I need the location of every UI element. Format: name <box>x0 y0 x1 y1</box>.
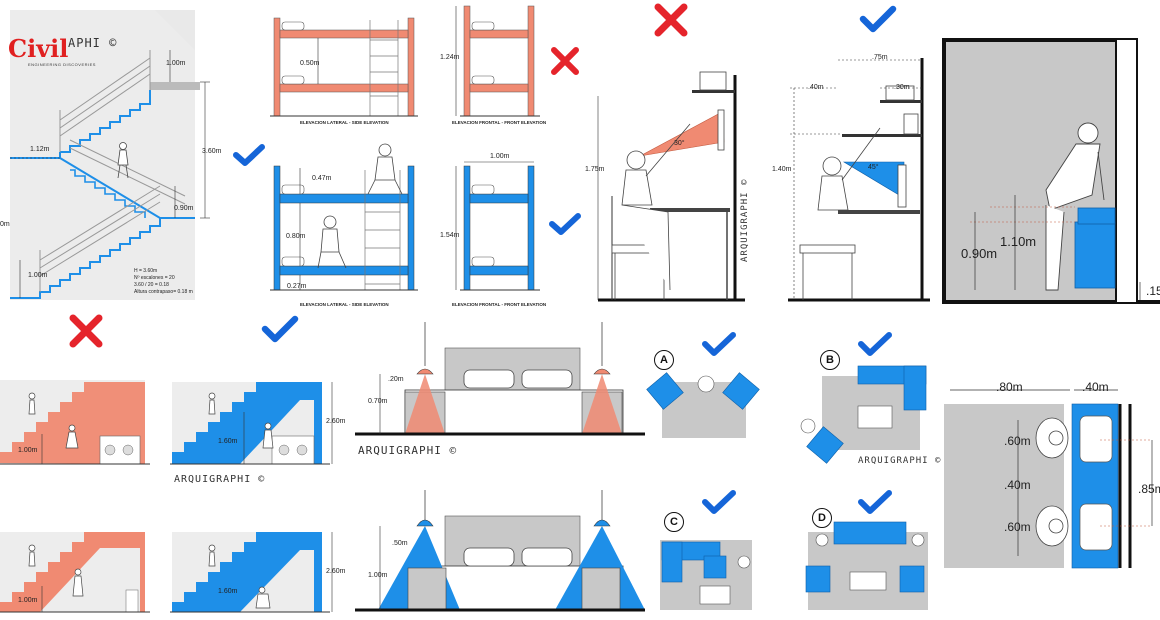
stair-dim-cut: 0m <box>0 221 10 228</box>
desk-bad-height: 1.75m <box>585 166 605 173</box>
desk-bad-drawing <box>597 71 745 302</box>
check-icon <box>233 144 265 166</box>
understair-h-total: 2.60m <box>326 418 346 425</box>
logo-tail: APHI © <box>68 36 118 50</box>
lamp-bot-h1: .50m <box>392 540 408 547</box>
sink-h2: 1.10m <box>1000 234 1037 249</box>
stair-dim-height: 3.60m <box>202 148 222 155</box>
sofa-plan-a <box>646 372 760 438</box>
cross-icon <box>69 314 103 348</box>
double-sink-plan <box>944 389 1153 569</box>
understair-h-left: 1.00m <box>18 597 38 604</box>
stair-dim-width: 1.12m <box>30 146 50 153</box>
dsink-w2: .40m <box>1082 380 1109 394</box>
bunk-good-top: 0.47m <box>312 175 332 182</box>
vertical-brand: ARQUIGRAPHI © <box>740 178 750 262</box>
sink-toe: .15 <box>1146 284 1160 298</box>
badge-c: C <box>664 512 684 532</box>
cross-icon <box>654 3 688 37</box>
bunk-caption-side: ELEVACION LATERAL - SIDE ELEVATION <box>300 120 389 125</box>
bunk-good-mid: 0.80m <box>286 233 306 240</box>
understair-good-1 <box>170 382 333 465</box>
bunk-bad-front <box>455 5 540 117</box>
desk-good-drawing <box>788 58 930 302</box>
sofa-plan-c <box>660 540 752 610</box>
understair-h-left: 1.00m <box>18 447 38 454</box>
lamp-bot-h2: 1.00m <box>368 572 388 579</box>
bunk-bad-side <box>270 17 418 117</box>
bunk-good-height: 1.54m <box>440 232 460 239</box>
stair-note: H = 3.60m <box>134 268 158 274</box>
badge-b: B <box>820 350 840 370</box>
bed-lamp-bad <box>355 322 645 436</box>
brand-watermark: ARQUIGRAPHI © <box>174 474 266 485</box>
check-icon <box>702 490 736 514</box>
understair-good-2 <box>170 532 333 613</box>
desk-bad-angle: 30° <box>674 140 685 147</box>
desk-good-w2: .40m <box>808 84 824 91</box>
understair-bad-1 <box>0 380 150 465</box>
stair-note: 3.60 / 20 = 0.18 <box>134 282 169 288</box>
logo-subtitle: ENGINEERING DISCOVERIES <box>28 62 96 67</box>
bunk-good-side <box>270 143 418 291</box>
understair-h-inner: 1.60m <box>218 438 238 445</box>
brand-watermark: ARQUIGRAPHI © <box>858 456 942 466</box>
understair-bad-2 <box>0 532 150 613</box>
lamp-top-h2: 0.70m <box>368 398 388 405</box>
desk-good-angle: 45° <box>868 164 879 171</box>
stair-notes: H = 3.60m Nº escalones = 20 3.60 / 20 = … <box>134 268 193 296</box>
desk-good-w3: .30m <box>894 84 910 91</box>
cross-icon <box>551 47 579 75</box>
understair-h-total: 2.60m <box>326 568 346 575</box>
bunk-good-front <box>455 161 540 291</box>
sofa-plan-d <box>805 521 928 610</box>
bunk-good-bottom: 0.27m <box>287 283 307 290</box>
logo-text: Civil <box>8 34 69 63</box>
stair-note: Altura contrapaso= 0.18 m <box>134 289 193 295</box>
sink-h1: 0.90m <box>961 246 998 261</box>
check-icon <box>702 332 736 356</box>
dsink-w1: .80m <box>996 380 1023 394</box>
check-icon <box>261 315 299 343</box>
badge-a: A <box>654 350 674 370</box>
stair-section-drawing <box>10 10 210 300</box>
stair-dim-rail: 0.90m <box>174 205 194 212</box>
brand-watermark: ARQUIGRAPHI © <box>358 444 458 457</box>
logo: Civil <box>8 34 68 63</box>
stair-dim-top: 1.00m <box>166 60 186 67</box>
badge-d: D <box>812 508 832 528</box>
desk-good-height: 1.40m <box>772 166 792 173</box>
bunk-bad-gap: 0.50m <box>300 60 320 67</box>
bunk-bad-front-height: 1.24m <box>440 54 460 61</box>
stair-dim-bottom: 1.00m <box>28 272 48 279</box>
desk-good-w1: .75m <box>872 54 888 61</box>
dsink-d3: .60m <box>1004 520 1031 534</box>
bunk-caption-side: ELEVACION LATERAL - SIDE ELEVATION <box>300 302 389 307</box>
bunk-caption-front: ELEVACION FRONTAL - FRONT ELEVATION <box>452 120 547 125</box>
sofa-plan-b <box>800 365 927 464</box>
understair-h-inner: 1.60m <box>218 588 238 595</box>
sink-standing-drawing <box>942 38 1160 304</box>
check-icon <box>858 332 892 356</box>
check-icon <box>859 5 897 33</box>
dsink-d2: .40m <box>1004 478 1031 492</box>
stair-note: Nº escalones = 20 <box>134 275 175 281</box>
lamp-top-h1: .20m <box>388 376 404 383</box>
bunk-caption-front: ELEVACION FRONTAL - FRONT ELEVATION <box>452 302 547 307</box>
bunk-good-width: 1.00m <box>490 153 510 160</box>
check-icon <box>858 490 892 514</box>
dsink-d1: .60m <box>1004 434 1031 448</box>
bed-lamp-good <box>355 490 645 612</box>
dsink-side: .85m <box>1138 482 1160 496</box>
check-icon <box>549 213 581 235</box>
